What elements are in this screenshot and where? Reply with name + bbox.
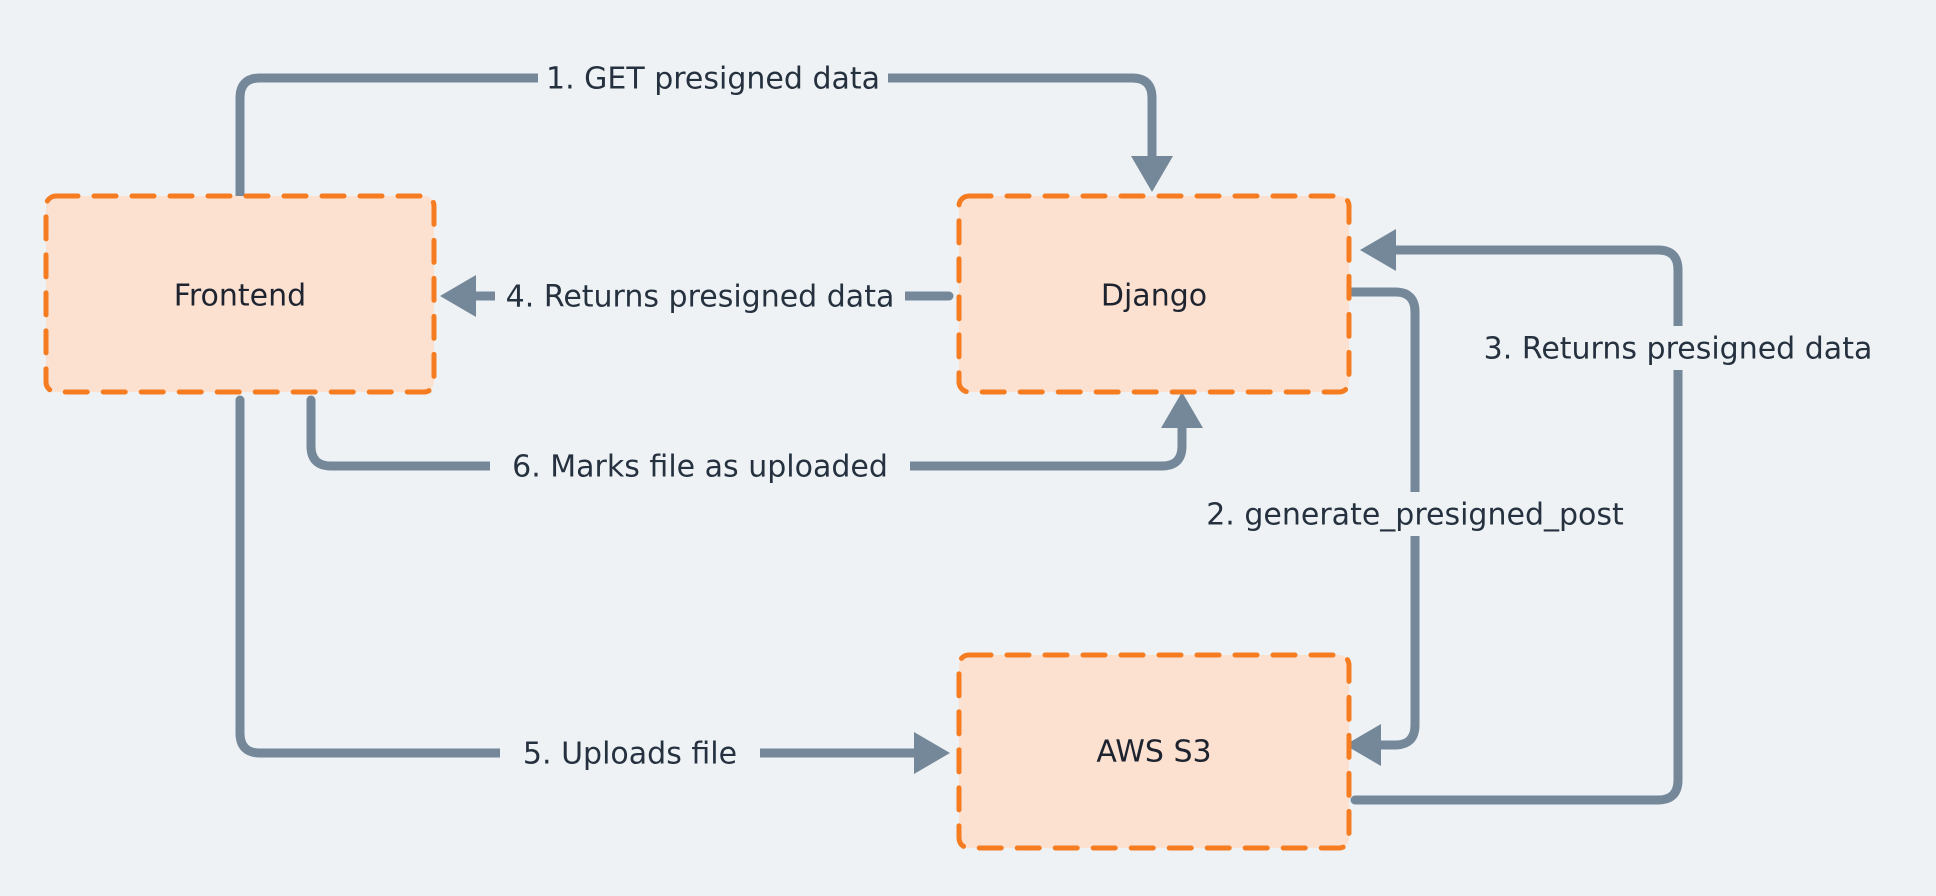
- node-aws-s3[interactable]: AWS S3: [956, 652, 1352, 851]
- edge-2-label-backdrop: [1195, 492, 1635, 536]
- edge-5-label: 5. Uploads file: [523, 737, 737, 772]
- edge-1-get-presigned-data: 1. GET presigned data: [235, 56, 1173, 201]
- edge-2-arrowhead: [1345, 724, 1381, 766]
- edge-5-uploads-file: 5. Uploads file: [235, 395, 950, 775]
- edge-4-label-backdrop: [495, 274, 905, 318]
- edge-2-label: 2. generate_presigned_post: [1206, 498, 1624, 533]
- node-django-label: Django: [1101, 279, 1207, 314]
- node-django[interactable]: Django: [956, 193, 1352, 395]
- node-aws-s3-label: AWS S3: [1096, 735, 1211, 770]
- edge-1-label-backdrop: [538, 56, 888, 100]
- edge-4-arrowhead: [440, 275, 476, 317]
- edge-3-path: [1350, 245, 1683, 805]
- edge-1-arrowhead: [1131, 156, 1173, 192]
- node-django-box[interactable]: [956, 193, 1352, 395]
- edge-1-label: 1. GET presigned data: [546, 62, 880, 97]
- edge-5-label-backdrop: [500, 731, 760, 775]
- node-frontend-label: Frontend: [174, 279, 306, 314]
- edge-4-returns-presigned-data: 4. Returns presigned data: [440, 274, 954, 318]
- edge-2-generate-presigned-post: 2. generate_presigned_post: [1195, 287, 1635, 766]
- node-frontend[interactable]: Frontend: [43, 193, 437, 395]
- edge-6-label: 6. Marks file as uploaded: [512, 450, 888, 485]
- edge-5-arrowhead: [914, 732, 950, 774]
- node-frontend-box[interactable]: [43, 193, 437, 395]
- edge-6-marks-file-as-uploaded: 6. Marks file as uploaded: [306, 392, 1203, 488]
- edge-3-label-backdrop: [1473, 326, 1883, 370]
- edge-3-label: 3. Returns presigned data: [1484, 332, 1873, 367]
- edge-3-arrowhead: [1360, 229, 1396, 271]
- edge-4-label: 4. Returns presigned data: [506, 280, 895, 315]
- edge-6-label-backdrop: [490, 444, 910, 488]
- edge-6-arrowhead: [1161, 392, 1203, 428]
- edge-5-path: [235, 395, 925, 758]
- node-aws-s3-box[interactable]: [956, 652, 1352, 851]
- edge-3-returns-presigned-data: 3. Returns presigned data: [1350, 229, 1883, 805]
